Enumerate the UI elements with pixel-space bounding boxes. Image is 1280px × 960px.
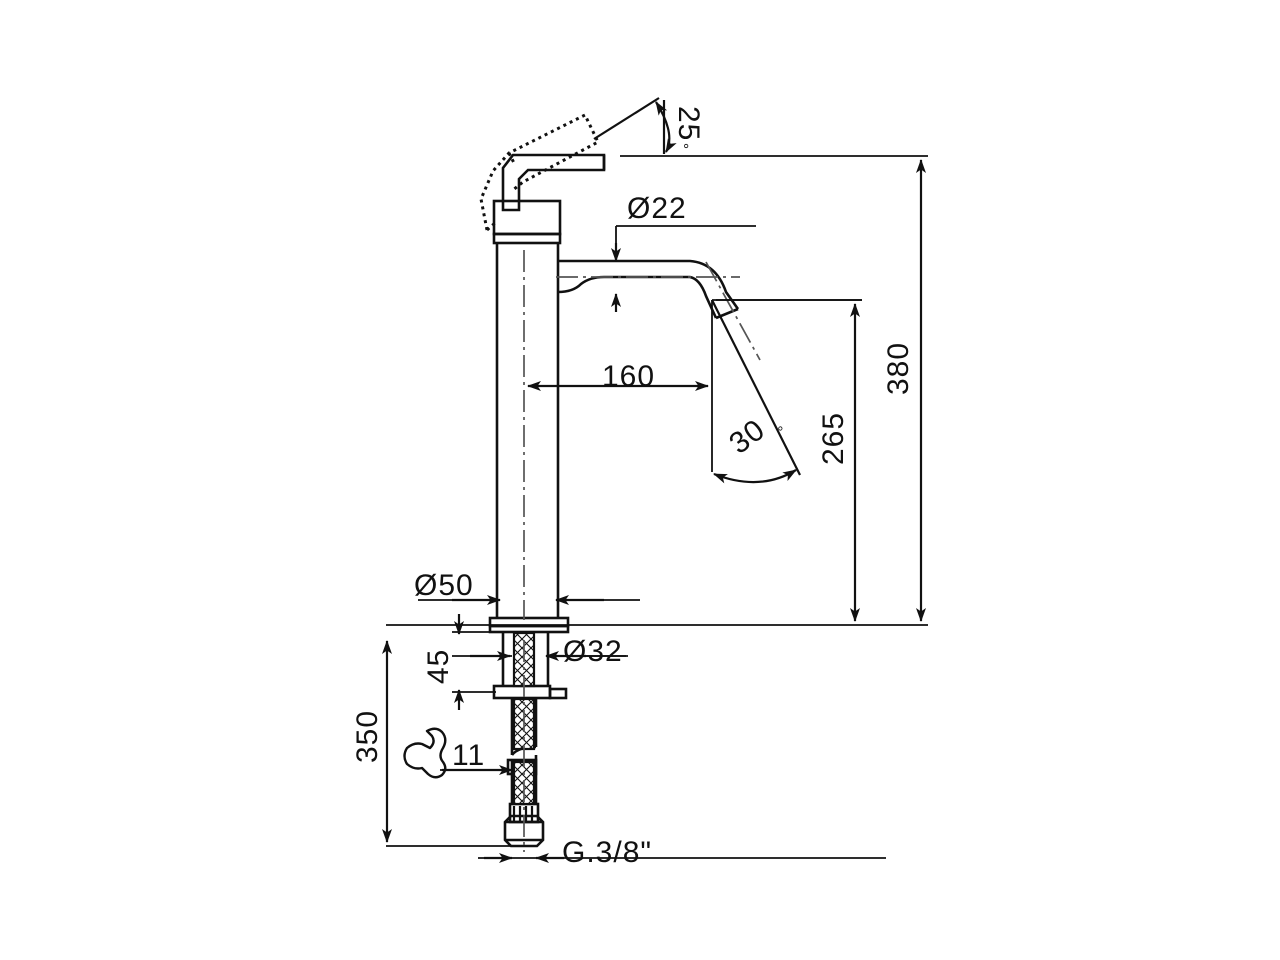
wrench-icon <box>403 727 447 779</box>
label-angle-30: 30 <box>723 413 771 461</box>
label-reach-160: 160 <box>602 360 655 393</box>
dimension-labels: 25 ° Ø22 160 30 ° 380 265 Ø50 Ø32 45 350… <box>351 106 915 869</box>
label-angle-25-degree-symbol: ° <box>674 143 691 149</box>
dimension-lines <box>382 97 926 863</box>
mounting-nut <box>492 684 568 700</box>
label-angle-25: 25 <box>672 106 705 141</box>
centre-lines <box>523 250 761 852</box>
label-dia-22: Ø22 <box>627 192 687 225</box>
lever-handle <box>501 153 606 212</box>
label-thread-g38: G.3/8" <box>562 836 652 869</box>
label-height-265: 265 <box>817 412 850 465</box>
angle-25-leader <box>593 97 660 140</box>
label-dia-50: Ø50 <box>414 569 474 602</box>
label-wrench-11: 11 <box>452 739 485 772</box>
angle-25-arc <box>655 101 677 153</box>
riser-column <box>495 243 560 618</box>
label-length-350: 350 <box>351 710 384 763</box>
angle-30-arc <box>713 469 797 484</box>
label-height-380: 380 <box>882 342 915 395</box>
handle-hub <box>492 199 562 245</box>
label-thickness-45: 45 <box>422 649 455 684</box>
angle-30-ext <box>711 299 801 476</box>
lever-open-position-phantom <box>479 112 600 232</box>
label-dia-32: Ø32 <box>563 635 623 668</box>
